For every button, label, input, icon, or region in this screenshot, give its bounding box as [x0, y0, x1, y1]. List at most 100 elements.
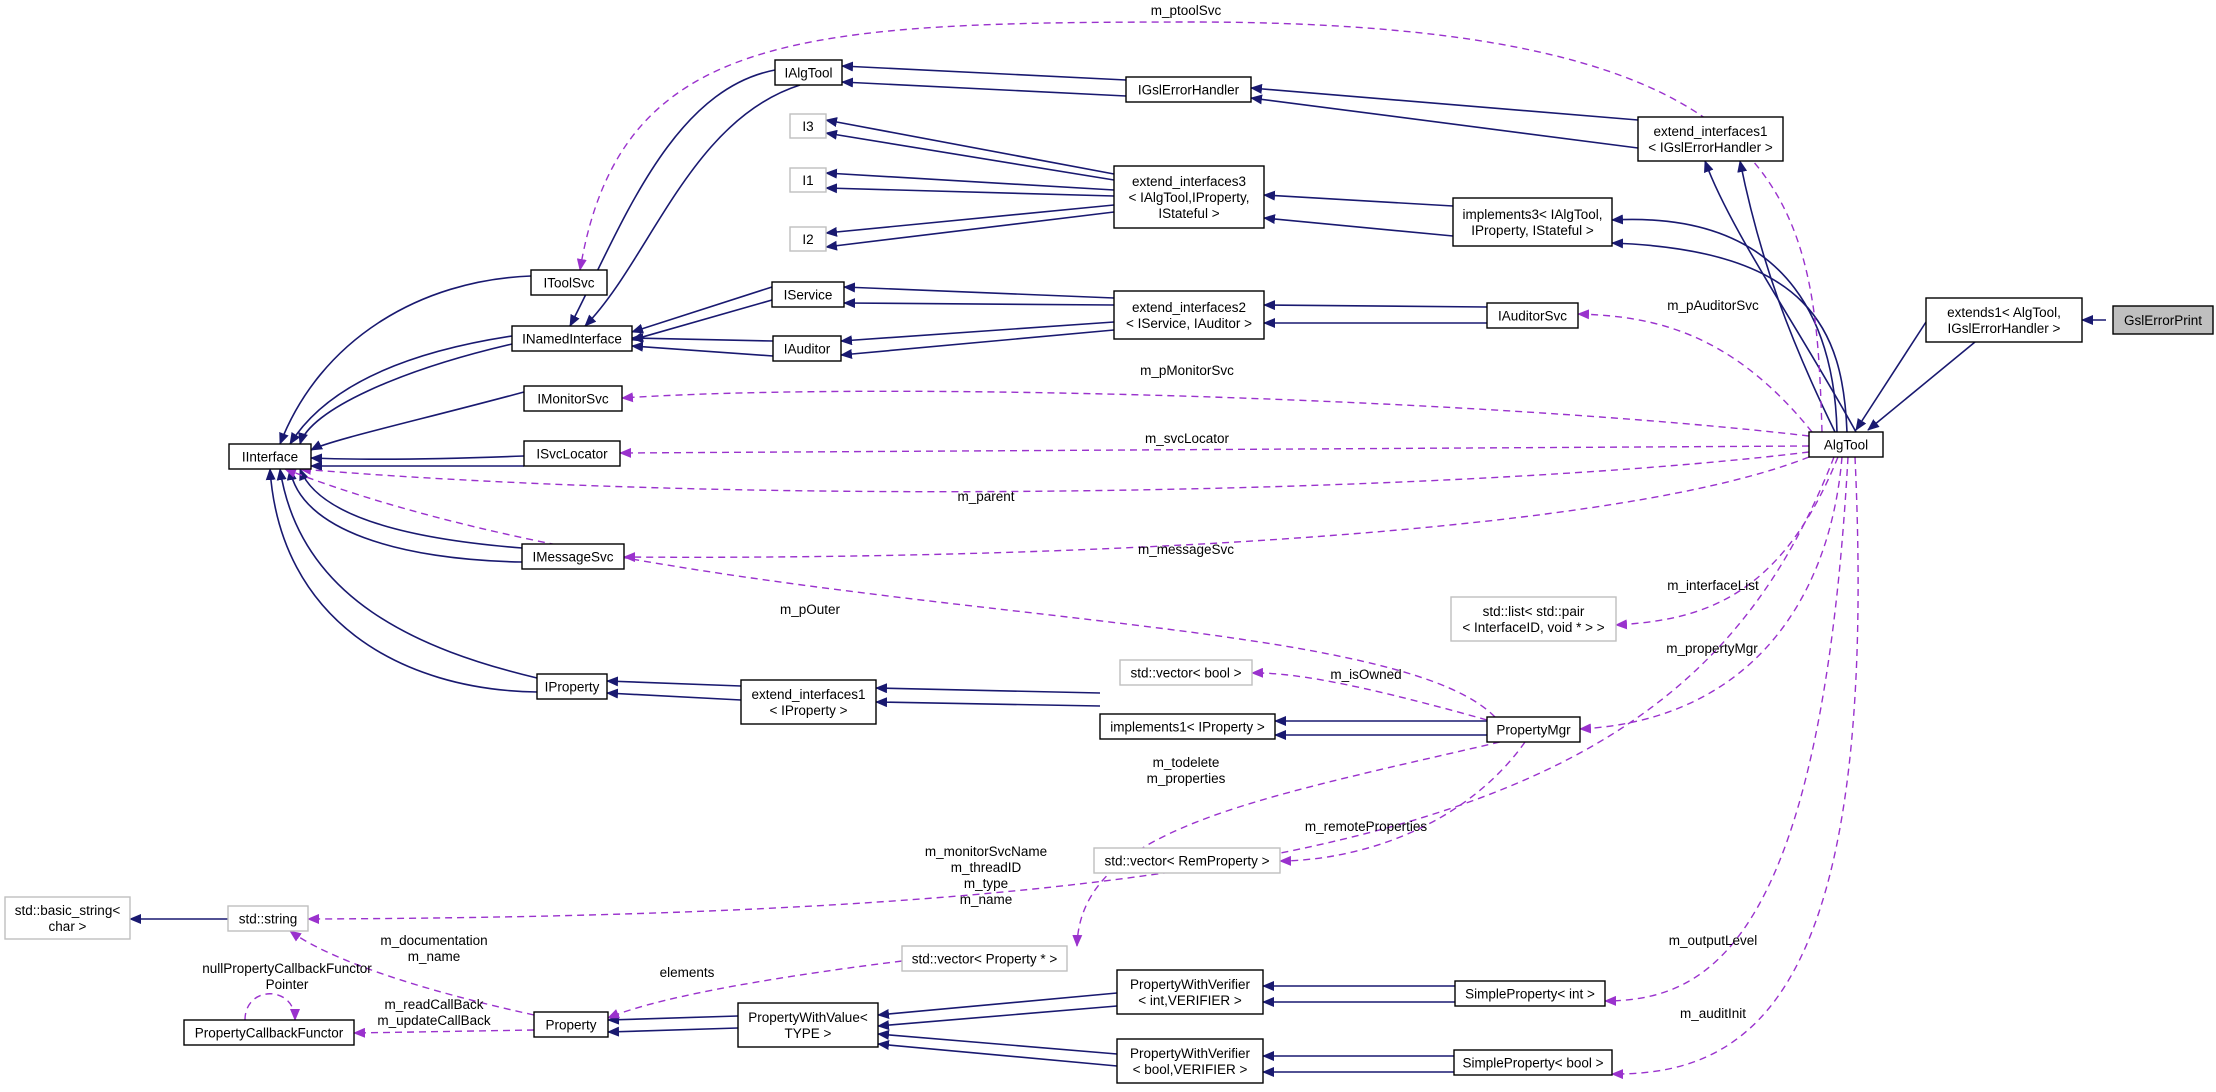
inheritance-edge — [631, 341, 774, 357]
node-label: PropertyCallbackFunctor — [195, 1026, 344, 1041]
node-label: extend_interfaces1 — [1653, 124, 1767, 139]
node-box — [1113, 290, 1265, 340]
node-label: IProperty, IStateful > — [1471, 223, 1594, 238]
node-box — [228, 443, 312, 470]
node-pwv-bool[interactable]: PropertyWithVerifier< bool,VERIFIER > — [1116, 1038, 1264, 1084]
node-std-vector-bool[interactable]: std::vector< bool > — [1119, 659, 1253, 686]
node-implements1[interactable]: implements1< IProperty > — [1099, 713, 1276, 740]
inheritance-edge — [310, 453, 525, 464]
usage-edge-self-loop — [244, 993, 300, 1021]
node-property-callback-functor[interactable]: PropertyCallbackFunctor — [183, 1019, 355, 1046]
inheritance-edge — [1611, 214, 1838, 433]
node-box — [511, 325, 633, 352]
node-box — [1450, 596, 1617, 642]
inheritance-edge — [265, 468, 538, 693]
node-extend-interfaces2[interactable]: extend_interfaces2< IService, IAuditor > — [1113, 290, 1265, 340]
node-imonitor-svc[interactable]: IMonitorSvc — [523, 385, 623, 412]
node-label: AlgTool — [1824, 438, 1868, 453]
inheritance-edge — [875, 697, 1101, 708]
usage-edge — [623, 456, 1810, 563]
node-extend-interfaces3[interactable]: extend_interfaces3< IAlgTool,IProperty,I… — [1113, 165, 1265, 229]
node-box — [789, 113, 827, 139]
edge-label-m-p-outer: m_pOuter — [780, 602, 841, 617]
edge-label-text: elements — [660, 965, 715, 980]
node-alg-tool[interactable]: AlgTool — [1808, 431, 1884, 458]
edge-label-m-audit-init: m_auditInit — [1680, 1006, 1746, 1021]
node-simple-property-int[interactable]: SimpleProperty< int > — [1454, 980, 1606, 1007]
inheritance-edge — [843, 282, 1115, 299]
node-extends1[interactable]: extends1< AlgTool,IGslErrorHandler > — [1925, 297, 2083, 343]
node-std-basic-string[interactable]: std::basic_string<char > — [4, 896, 131, 940]
node-iauditor[interactable]: IAuditor — [772, 335, 842, 362]
node-igsl-error-handler[interactable]: IGslErrorHandler — [1125, 76, 1252, 103]
node-box — [183, 1019, 355, 1046]
node-iservice[interactable]: IService — [771, 281, 845, 308]
edge-label-text: m_documentation — [380, 933, 487, 948]
node-simple-property-bool[interactable]: SimpleProperty< bool > — [1453, 1049, 1613, 1076]
node-implements3[interactable]: implements3< IAlgTool,IProperty, IStatef… — [1452, 197, 1613, 247]
node-label: std::list< std::pair — [1483, 604, 1585, 619]
node-inamed-interface[interactable]: INamedInterface — [511, 325, 633, 352]
node-i2[interactable]: I2 — [789, 226, 827, 252]
node-i1[interactable]: I1 — [789, 167, 827, 193]
node-box — [901, 945, 1068, 972]
usage-edge — [1251, 667, 1488, 721]
node-box — [523, 385, 623, 412]
node-std-string[interactable]: std::string — [227, 905, 309, 932]
inheritance-edge — [1263, 300, 1488, 311]
node-label: I1 — [802, 173, 813, 188]
usage-edge — [1072, 741, 1501, 947]
node-imessage-svc[interactable]: IMessageSvc — [521, 543, 625, 570]
node-iauditor-svc[interactable]: IAuditorSvc — [1486, 302, 1579, 329]
usage-edge — [1615, 456, 1839, 630]
usage-edge — [299, 451, 1810, 493]
node-iinterface[interactable]: IInterface — [228, 443, 312, 470]
node-std-vector-prop[interactable]: std::vector< Property * > — [901, 945, 1068, 972]
edge-label-text: m_isOwned — [1330, 667, 1401, 682]
inheritance-edge — [825, 211, 1115, 251]
node-pwv-int[interactable]: PropertyWithVerifier< int,VERIFIER > — [1116, 969, 1264, 1015]
usage-edge — [607, 960, 903, 1019]
node-box — [1116, 969, 1264, 1015]
node-iproperty[interactable]: IProperty — [536, 673, 608, 700]
edge-label-m-p-auditor-svc: m_pAuditorSvc — [1667, 298, 1759, 313]
node-extend-interfaces1-gsl[interactable]: extend_interfaces1< IGslErrorHandler > — [1637, 116, 1784, 162]
node-box — [774, 59, 843, 86]
inheritance-edge — [877, 1040, 1118, 1067]
node-label: INamedInterface — [522, 332, 622, 347]
node-gsl-error-print[interactable]: GslErrorPrint — [2112, 305, 2214, 335]
edge-label-text: m_outputLevel — [1669, 933, 1758, 948]
usage-edge — [576, 21, 1823, 433]
node-box — [1452, 197, 1613, 247]
node-ialg-tool[interactable]: IAlgTool — [774, 59, 843, 86]
node-box — [1125, 76, 1252, 103]
node-label: PropertyWithValue< — [748, 1010, 868, 1025]
edge-label-text: m_threadID — [951, 860, 1022, 875]
node-label: char > — [49, 919, 87, 934]
node-i3[interactable]: I3 — [789, 113, 827, 139]
usage-edge — [1279, 741, 1526, 866]
usage-edge — [1577, 309, 1813, 433]
node-box — [1486, 716, 1581, 743]
node-box — [1113, 165, 1265, 229]
usage-edge — [619, 445, 1810, 458]
usage-edge — [353, 1027, 535, 1038]
node-itool-svc[interactable]: IToolSvc — [530, 269, 608, 296]
node-extend-interfaces1-prop[interactable]: extend_interfaces1< IProperty > — [740, 679, 877, 725]
node-property-with-value[interactable]: PropertyWithValue<TYPE > — [737, 1002, 879, 1048]
edge-label-text: m_parent — [957, 489, 1014, 504]
edge-label-text: m_monitorSvcName — [925, 844, 1047, 859]
node-box — [1119, 659, 1253, 686]
inheritance-edge — [607, 1014, 739, 1025]
node-isvc-locator[interactable]: ISvcLocator — [523, 440, 621, 467]
node-property-mgr[interactable]: PropertyMgr — [1486, 716, 1581, 743]
node-label: < IService, IAuditor > — [1126, 316, 1252, 331]
inheritance-edge — [840, 329, 1115, 359]
node-std-vector-rem[interactable]: std::vector< RemProperty > — [1093, 847, 1281, 874]
node-std-list[interactable]: std::list< std::pair< InterfaceID, void … — [1450, 596, 1617, 642]
node-property[interactable]: Property — [533, 1011, 609, 1038]
node-label: SimpleProperty< int > — [1465, 987, 1595, 1002]
